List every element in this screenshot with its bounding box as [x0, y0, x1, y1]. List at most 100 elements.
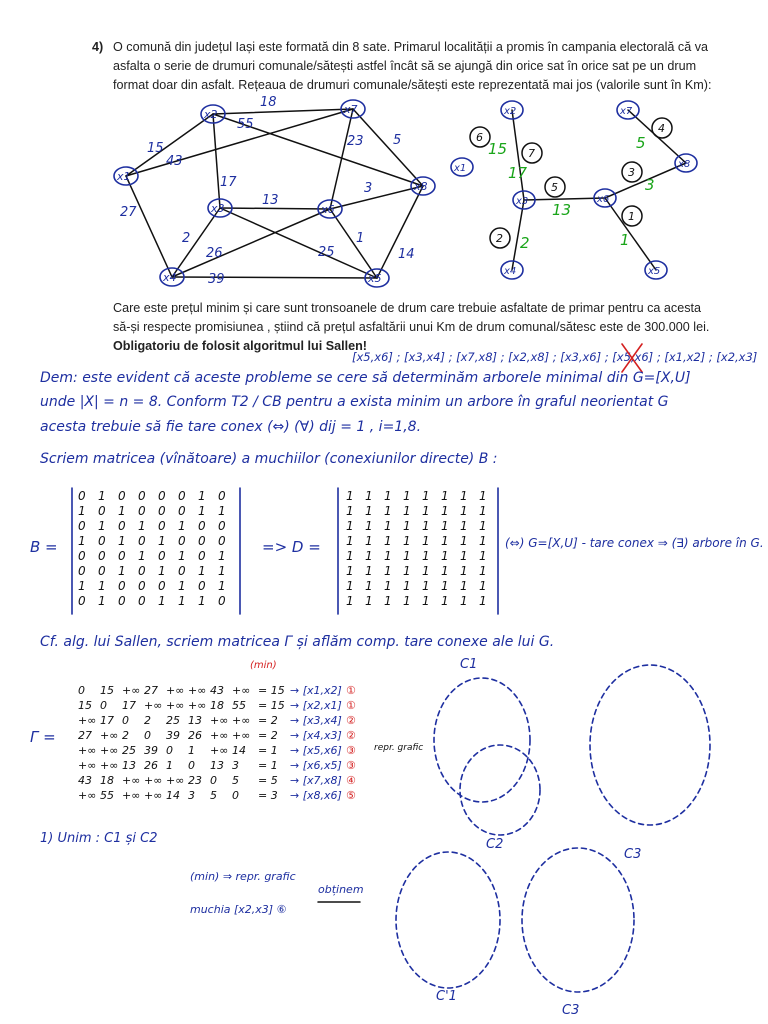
- selected-edges: [x5,x6] ; [x3,x4] ; [x7,x8] ; [x2,x8] ; …: [352, 350, 757, 364]
- gamma-cell: 5: [210, 789, 217, 802]
- matrix-d-cell: 1: [479, 489, 487, 503]
- gamma-cell: 55: [100, 789, 114, 802]
- svg-text:B =: B =: [30, 538, 58, 556]
- question-line-3: Obligatoriu de folosit algoritmul lui Sa…: [113, 339, 367, 353]
- svg-text:x7: x7: [619, 106, 633, 117]
- gamma-cell: 25: [166, 714, 180, 727]
- matrix-b-cell: 0: [98, 564, 106, 578]
- matrix-d-cell: 1: [346, 549, 354, 563]
- svg-text:C'1: C'1: [436, 989, 457, 1004]
- matrix-d-cell: 1: [460, 564, 468, 578]
- matrix-b-cell: 0: [138, 579, 146, 593]
- matrix-b-cell: 1: [218, 549, 226, 563]
- matrix-b-cell: 1: [178, 579, 186, 593]
- matrix-b-cell: 1: [178, 594, 186, 608]
- gamma-min: = 5: [258, 774, 278, 787]
- gamma-cell: +∞: [210, 729, 228, 742]
- gamma-edge: → [x8,x6]: [290, 789, 342, 802]
- matrix-b-cell: 1: [158, 594, 166, 608]
- node-x5: x5: [367, 272, 382, 285]
- svg-text:2: 2: [182, 231, 190, 246]
- gamma-cell: 17: [100, 714, 114, 727]
- gamma-cell: 18: [100, 774, 114, 787]
- gamma-cell: 0: [100, 699, 107, 712]
- tree-order-circles: [469, 117, 673, 249]
- matrix-b-cell: 0: [158, 549, 166, 563]
- gamma-cell: 17: [122, 699, 136, 712]
- question-line-1: Care este prețul minim și care sunt tron…: [113, 301, 702, 315]
- matrix-d-cell: 1: [479, 519, 487, 533]
- matrix-b-cell: 1: [98, 519, 106, 533]
- matrix-b-cell: 0: [118, 489, 126, 503]
- matrix-b-cell: 0: [78, 489, 86, 503]
- matrix-b-cell: 0: [218, 489, 226, 503]
- gamma-order: ③: [346, 759, 356, 772]
- matrix-b-cell: 1: [78, 534, 86, 548]
- matrix-d-cell: 1: [422, 534, 430, 548]
- graph-nodes: [113, 99, 436, 288]
- matrix-b-cell: 0: [198, 534, 206, 548]
- gamma-cell: +∞: [166, 774, 184, 787]
- svg-text:4: 4: [658, 122, 665, 135]
- matrix-d-cell: 1: [460, 519, 468, 533]
- gamma-min: = 3: [258, 789, 278, 802]
- gamma-cell: 25: [122, 744, 136, 757]
- matrix-d-cell: 1: [403, 489, 411, 503]
- gamma-order: ④: [346, 774, 356, 787]
- svg-text:x6: x6: [596, 194, 609, 205]
- graph-weights: 18 55 15 43 5 23 17 13 3 27 2 26 39 25 1…: [120, 95, 415, 287]
- gamma-cell: +∞: [144, 789, 162, 802]
- matrix-b-cell: 0: [98, 504, 106, 518]
- matrix-b-cell: 1: [198, 489, 206, 503]
- gamma-cell: +∞: [122, 789, 140, 802]
- gamma-cell: 0: [144, 729, 151, 742]
- matrix-d-cell: 1: [403, 519, 411, 533]
- gamma-edge: → [x7,x8]: [290, 774, 342, 787]
- gamma-cell: 3: [232, 759, 239, 772]
- svg-text:C2: C2: [486, 837, 503, 852]
- sallen-line: Cf. alg. lui Sallen, scriem matricea Γ ș…: [40, 634, 554, 650]
- gamma-cell: +∞: [144, 699, 162, 712]
- matrix-d-cell: 1: [441, 519, 449, 533]
- matrix-d-cell: 1: [403, 579, 411, 593]
- node-x6: x6: [320, 203, 335, 216]
- gamma-cell: 23: [188, 774, 202, 787]
- gamma-min: = 15: [258, 699, 285, 712]
- gamma-order: ②: [346, 729, 356, 742]
- svg-text:muchia [x2,x3] ⑥: muchia [x2,x3] ⑥: [190, 903, 287, 916]
- svg-text:C3: C3: [624, 847, 641, 862]
- matrix-d-cell: 1: [441, 489, 449, 503]
- matrix-d-cell: 1: [365, 534, 373, 548]
- gamma-cell: 26: [144, 759, 158, 772]
- svg-text:1: 1: [356, 231, 364, 246]
- gamma-edge: → [x1,x2]: [290, 684, 342, 697]
- matrix-d-cell: 1: [403, 504, 411, 518]
- matrix-d-cell: 1: [346, 579, 354, 593]
- svg-text:6: 6: [476, 131, 483, 144]
- svg-text:17: 17: [508, 164, 528, 182]
- matrix-d-cell: 1: [384, 519, 392, 533]
- matrix-d-cell: 1: [365, 519, 373, 533]
- tree-weights: 15 17 13 2 3 5 1: [488, 134, 655, 252]
- matrix-b-cell: 1: [118, 534, 126, 548]
- matrix-b-cell: 0: [98, 549, 106, 563]
- gamma-cell: 5: [232, 774, 239, 787]
- svg-text:25: 25: [318, 245, 335, 260]
- matrix-d-cell: 1: [365, 564, 373, 578]
- matrix-d-cell: 1: [441, 504, 449, 518]
- svg-text:unde |X| = n = 8. Conform T2 /: unde |X| = n = 8. Conform T2 / CB pentru…: [40, 394, 669, 410]
- svg-text:1) Unim : C1 și C2: 1) Unim : C1 și C2: [40, 831, 158, 846]
- gamma-cell: +∞: [78, 744, 96, 757]
- matrix-b-cell: 1: [218, 579, 226, 593]
- min-label: (min): [250, 660, 277, 671]
- gamma-min: = 2: [258, 714, 278, 727]
- gamma-cell: 0: [78, 684, 85, 697]
- matrix-d-cell: 1: [384, 549, 392, 563]
- svg-text:C3: C3: [562, 1003, 579, 1018]
- matrix-d-cell: 1: [365, 549, 373, 563]
- gamma-label: Γ =: [30, 728, 56, 746]
- gamma-cell: 43: [210, 684, 224, 697]
- matrix-d-cell: 1: [422, 594, 430, 608]
